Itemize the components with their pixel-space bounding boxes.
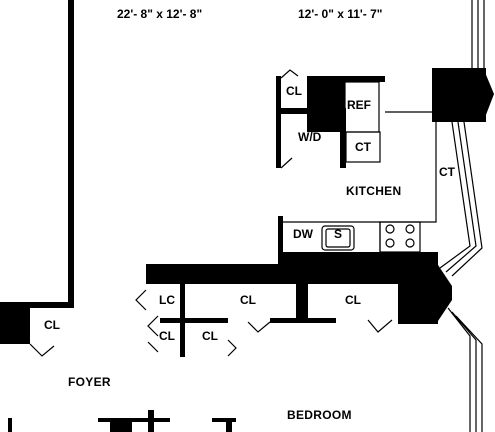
wall-foyer-closet bbox=[0, 302, 30, 344]
label-counter-top-upper: CT bbox=[355, 140, 371, 154]
label-bedroom: BEDROOM bbox=[287, 408, 352, 422]
wall-kitchen-lower-left bbox=[278, 216, 283, 270]
sink-box bbox=[321, 225, 355, 251]
wall-kitchen-top bbox=[307, 76, 385, 82]
label-foyer-closet: CL bbox=[44, 318, 60, 332]
door-cl-lower-right bbox=[227, 339, 237, 357]
label-linen-closet: LC bbox=[159, 293, 175, 307]
stove-box bbox=[379, 221, 421, 253]
window-wall-upper bbox=[471, 0, 485, 68]
label-lower-closet-2: CL bbox=[202, 329, 218, 343]
counter-top-box bbox=[345, 131, 381, 163]
label-foyer: FOYER bbox=[68, 375, 111, 389]
door-lc-lower bbox=[147, 315, 159, 337]
wall-foyer-closet-top bbox=[30, 302, 74, 308]
door-kitchen-closet bbox=[280, 69, 299, 79]
sink-basin bbox=[325, 228, 351, 248]
dimension-living-room: 22'- 8" x 12'- 8" bbox=[117, 7, 203, 21]
label-lower-closet-1: CL bbox=[159, 329, 175, 343]
label-dishwasher: DW bbox=[293, 227, 313, 241]
wall-bottom-stub-3 bbox=[110, 422, 132, 432]
door-lc-upper bbox=[135, 289, 147, 311]
stove-burner-2 bbox=[405, 224, 415, 234]
door-hall-cl-1 bbox=[247, 321, 271, 333]
door-hall-cl-2 bbox=[367, 319, 393, 333]
door-wd bbox=[280, 157, 293, 169]
stove-burner-4 bbox=[405, 238, 415, 248]
wall-closet-div-1 bbox=[296, 284, 308, 320]
wall-closet-lower-mid bbox=[180, 323, 185, 357]
wall-kitchen-closet-left bbox=[276, 76, 281, 168]
wall-bottom-stub-4 bbox=[212, 418, 236, 422]
label-washer-dryer: W/D bbox=[298, 130, 322, 144]
wall-bottom-stub-6 bbox=[8, 418, 12, 432]
label-counter-top-right: CT bbox=[439, 165, 455, 179]
label-hall-closet-1: CL bbox=[240, 293, 256, 307]
door-cl-lower-left bbox=[147, 341, 159, 353]
label-kitchen-closet: CL bbox=[286, 84, 302, 98]
stove-burner-1 bbox=[385, 224, 395, 234]
label-kitchen: KITCHEN bbox=[346, 184, 402, 198]
wall-corridor bbox=[146, 264, 436, 284]
wall-bottom-stub-2 bbox=[98, 418, 170, 422]
wall-closet-lower-bar bbox=[160, 318, 228, 323]
window-wall-lower bbox=[447, 307, 483, 432]
label-sink: S bbox=[334, 227, 343, 241]
dimension-kitchen: 12'- 0" x 11'- 7" bbox=[298, 7, 383, 21]
wall-wd-right bbox=[340, 108, 346, 168]
label-hall-closet-2: CL bbox=[345, 293, 361, 307]
wall-left-vertical bbox=[68, 0, 74, 304]
wall-right-top-column bbox=[432, 68, 486, 122]
label-refrigerator: REF bbox=[347, 98, 371, 112]
wall-right-top-bevel bbox=[484, 70, 494, 120]
wall-wd-divider bbox=[281, 108, 345, 114]
door-foyer-cl bbox=[29, 343, 55, 357]
wall-ref-block bbox=[307, 82, 345, 132]
wall-closet-div-2 bbox=[270, 318, 336, 323]
stove-burner-3 bbox=[385, 238, 395, 248]
kitchen-counter-outline bbox=[379, 111, 437, 252]
window-wall-mid bbox=[439, 121, 483, 277]
wall-bottom-stub-5 bbox=[226, 418, 232, 432]
wall-right-column bbox=[398, 260, 438, 324]
wall-right-column-bevel bbox=[436, 262, 452, 324]
